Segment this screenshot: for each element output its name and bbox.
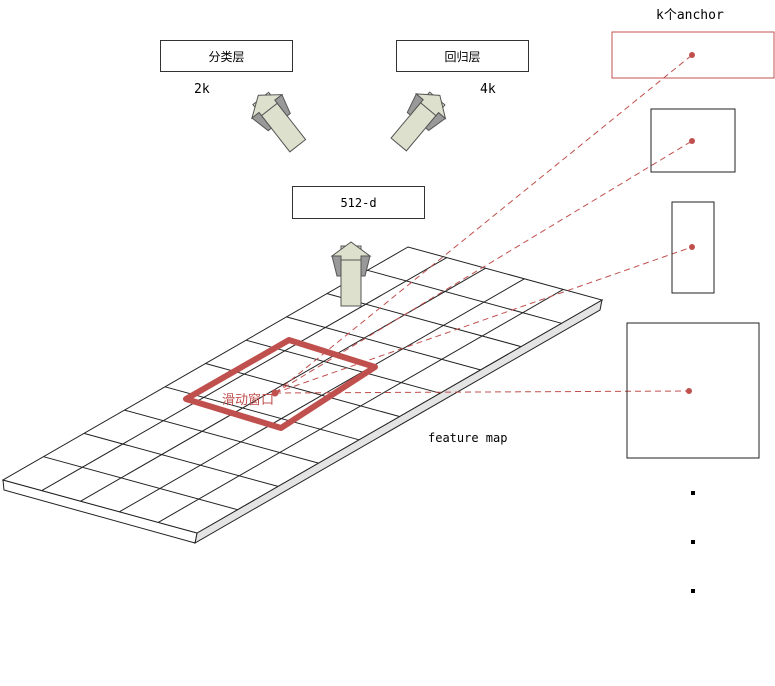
feature-vector-label: 512-d	[340, 195, 377, 210]
anchor-box-3	[671, 201, 715, 294]
grid-line	[286, 316, 481, 371]
anchor-connector-lines	[274, 54, 693, 394]
anchor-box-1	[611, 31, 775, 79]
anchor-box-2	[650, 108, 736, 173]
regression-layer-box: 回归层	[396, 40, 529, 72]
cls-count-label: 2k	[194, 82, 210, 97]
connector-line-4	[274, 390, 690, 394]
classification-layer-box: 分类层	[160, 40, 293, 72]
anchors-title: k个anchor	[656, 8, 724, 23]
grid-line	[367, 269, 562, 324]
feature-vector-box: 512-d	[292, 186, 425, 219]
arrow-to-classification-icon	[242, 83, 314, 158]
classification-layer-label: 分类层	[208, 49, 245, 64]
regression-layer-label: 回归层	[444, 49, 481, 64]
window-center-dot	[271, 389, 279, 397]
feature-map	[1, 246, 604, 544]
ellipsis-dots	[691, 491, 695, 593]
anchor-box-4	[626, 322, 760, 459]
grid-line	[43, 456, 238, 511]
sliding-window	[183, 337, 378, 431]
grid-line	[83, 432, 279, 487]
reg-count-label: 4k	[480, 82, 496, 97]
connector-line-3	[274, 246, 693, 394]
arrow-to-regression-icon	[383, 82, 455, 158]
connector-line-2	[274, 140, 693, 394]
feature-map-label: feature map	[428, 431, 508, 445]
sliding-window-label: 滑动窗口	[222, 393, 275, 408]
grid-line	[124, 409, 319, 464]
